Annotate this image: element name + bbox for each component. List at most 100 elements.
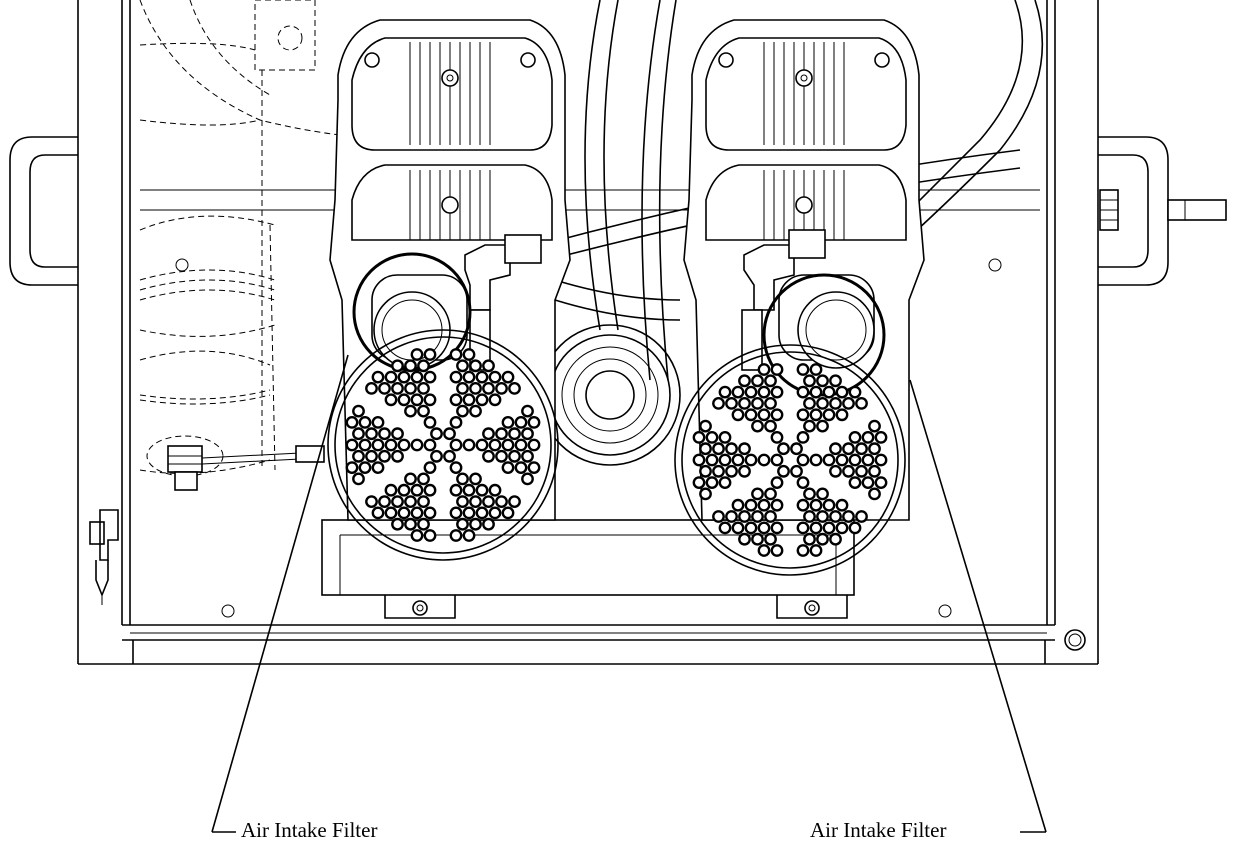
right-fan-cover [674,344,906,576]
grille-hole [449,415,463,429]
grille-hole [796,498,810,512]
grille-hole [744,521,758,535]
grille-hole [738,464,751,478]
grille-hole [378,449,391,463]
grille-hole [796,476,810,489]
grille-hole [796,430,810,444]
grille-hole [423,415,437,429]
grille-hole [848,453,862,467]
grille-hole [842,464,855,478]
grille-hole [449,506,463,520]
grille-hole [456,381,469,395]
grille-hole [692,430,706,444]
grille-hole [790,464,803,478]
grille-hole [842,396,855,410]
grille-hole [842,510,855,523]
right-leader-line [909,379,1047,833]
grille-hole [410,529,424,542]
callout-leaders [211,354,1047,833]
grille-hole [508,495,521,508]
grille-hole [705,476,719,489]
grille-hole [384,483,398,497]
grille-hole [488,506,502,520]
door-latch [89,509,119,605]
grille-hole [868,442,881,456]
grille-hole [829,374,842,388]
grille-hole [449,393,463,407]
grille-hole [462,393,476,407]
grille-hole [764,487,777,501]
grille-hole [404,472,417,486]
grille-hole [423,461,437,474]
grille-hole [443,449,456,463]
grille-hole [816,532,829,546]
grille-hole [699,419,712,433]
grille-hole [744,498,758,512]
grille-hole [809,363,823,376]
grille-hole [475,393,489,407]
grille-hole [475,438,489,452]
grille-hole [397,483,411,497]
grille-hole [848,476,862,489]
grille-hole [397,393,411,407]
grille-hole [770,430,784,444]
grille-hole [384,370,398,384]
grille-hole [397,370,411,384]
grille-hole [874,476,888,489]
fan-guard [539,324,681,466]
grille-hole [527,438,541,452]
grille-hole [757,385,771,399]
grille-hole [764,419,777,433]
grille-hole [521,427,534,441]
grille-hole [809,385,823,399]
grille-hole [796,521,810,535]
grille-hole [345,461,359,474]
grille-hole [699,487,712,501]
grille-hole [417,381,430,395]
grille-hole [417,472,430,486]
grille-hole [430,427,443,441]
grille-hole [482,495,495,508]
grille-hole [449,370,463,384]
grille-hole [371,415,385,429]
grille-hole [358,415,372,429]
grille-hole [469,359,482,373]
grille-hole [423,529,437,542]
grille-hole [410,393,424,407]
grille-hole [352,449,365,463]
grille-hole [410,370,424,384]
grille-hole [731,453,745,467]
grille-hole [829,442,842,456]
grille-hole [803,419,816,433]
grille-hole [835,385,849,399]
grille-hole [462,529,476,542]
grille-hole [803,487,816,501]
grille-hole [417,495,430,508]
right-fan-grille [692,363,888,557]
right-handle [1098,136,1227,286]
grille-hole [822,453,836,467]
grille-hole [475,370,489,384]
grille-hole [822,521,836,535]
grille-hole [384,438,398,452]
grille-hole [809,408,823,422]
grille-hole [423,483,437,497]
grille-hole [449,483,463,497]
grille-hole [449,438,463,452]
grille-hole [514,415,528,429]
grille-hole [874,430,888,444]
grille-hole [816,419,829,433]
grille-hole [725,464,738,478]
grille-hole [391,359,404,373]
grille-hole [417,359,430,373]
grille-hole [764,396,777,410]
grille-hole [449,529,463,542]
drain-fitting [146,435,325,491]
grille-hole [861,430,875,444]
grille-hole [738,510,751,523]
grille-hole [345,415,359,429]
grille-hole [410,506,424,520]
grille-hole [423,370,437,384]
grille-hole [443,427,456,441]
grille-hole [855,442,868,456]
